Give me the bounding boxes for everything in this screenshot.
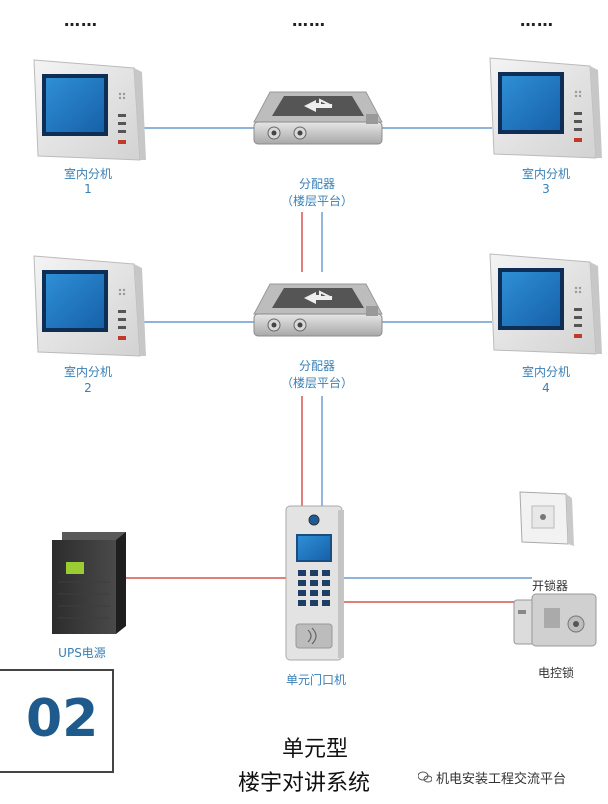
keypad (298, 570, 330, 606)
splitter-2-label: 分配器 (299, 359, 335, 373)
indoor-unit-2-number: 2 (84, 381, 92, 395)
ups-display (66, 562, 84, 574)
splitter-1-label: 分配器 (299, 177, 335, 191)
ups-power-supply[interactable] (52, 532, 126, 634)
door-screen (298, 536, 330, 560)
splitter-1-sublabel: （楼层平台） (281, 193, 353, 208)
splitter-2-sublabel: （楼层平台） (281, 375, 353, 390)
indoor-unit-3-label: 室内分机 (522, 166, 570, 181)
keyhole-icon (573, 621, 579, 627)
ups-label: UPS电源 (58, 646, 106, 660)
indoor-unit-3[interactable] (489, 57, 602, 159)
top-dots-right: …… (520, 11, 554, 30)
section-number: 02 (26, 689, 99, 749)
top-dots-left: …… (64, 11, 98, 30)
indoor-unit-3-number: 3 (542, 182, 550, 196)
wechat-icon (418, 771, 432, 783)
splitter-2[interactable] (253, 283, 383, 337)
door-station[interactable] (285, 505, 344, 661)
unlock-button-label: 开锁器 (532, 578, 568, 593)
unlock-button-icon (540, 514, 546, 520)
splitter-1[interactable] (253, 91, 383, 145)
top-dots-center: …… (292, 11, 326, 30)
indoor-unit-4[interactable] (489, 253, 602, 355)
indoor-unit-1-number: 1 (84, 182, 92, 196)
camera-icon (308, 514, 320, 526)
electric-lock-label: 电控锁 (538, 665, 574, 680)
section-number-badge: 02 (0, 669, 114, 773)
indoor-unit-1-label: 室内分机 (64, 166, 112, 181)
connection-lines (124, 127, 532, 603)
diagram-title-line1: 单元型 (282, 737, 349, 762)
unlock-button[interactable] (519, 491, 574, 546)
diagram-title-line2: 楼宇对讲系统 (238, 771, 371, 796)
card-reader-icon (295, 623, 333, 649)
electric-lock[interactable] (513, 593, 597, 647)
indoor-unit-2[interactable] (33, 255, 146, 357)
indoor-unit-2-label: 室内分机 (64, 364, 112, 379)
indoor-unit-1[interactable] (33, 59, 146, 161)
door-station-label: 单元门口机 (286, 672, 346, 687)
indoor-unit-4-number: 4 (542, 381, 550, 395)
indoor-unit-4-label: 室内分机 (522, 364, 570, 379)
watermark-text: 机电安装工程交流平台 (436, 772, 567, 787)
